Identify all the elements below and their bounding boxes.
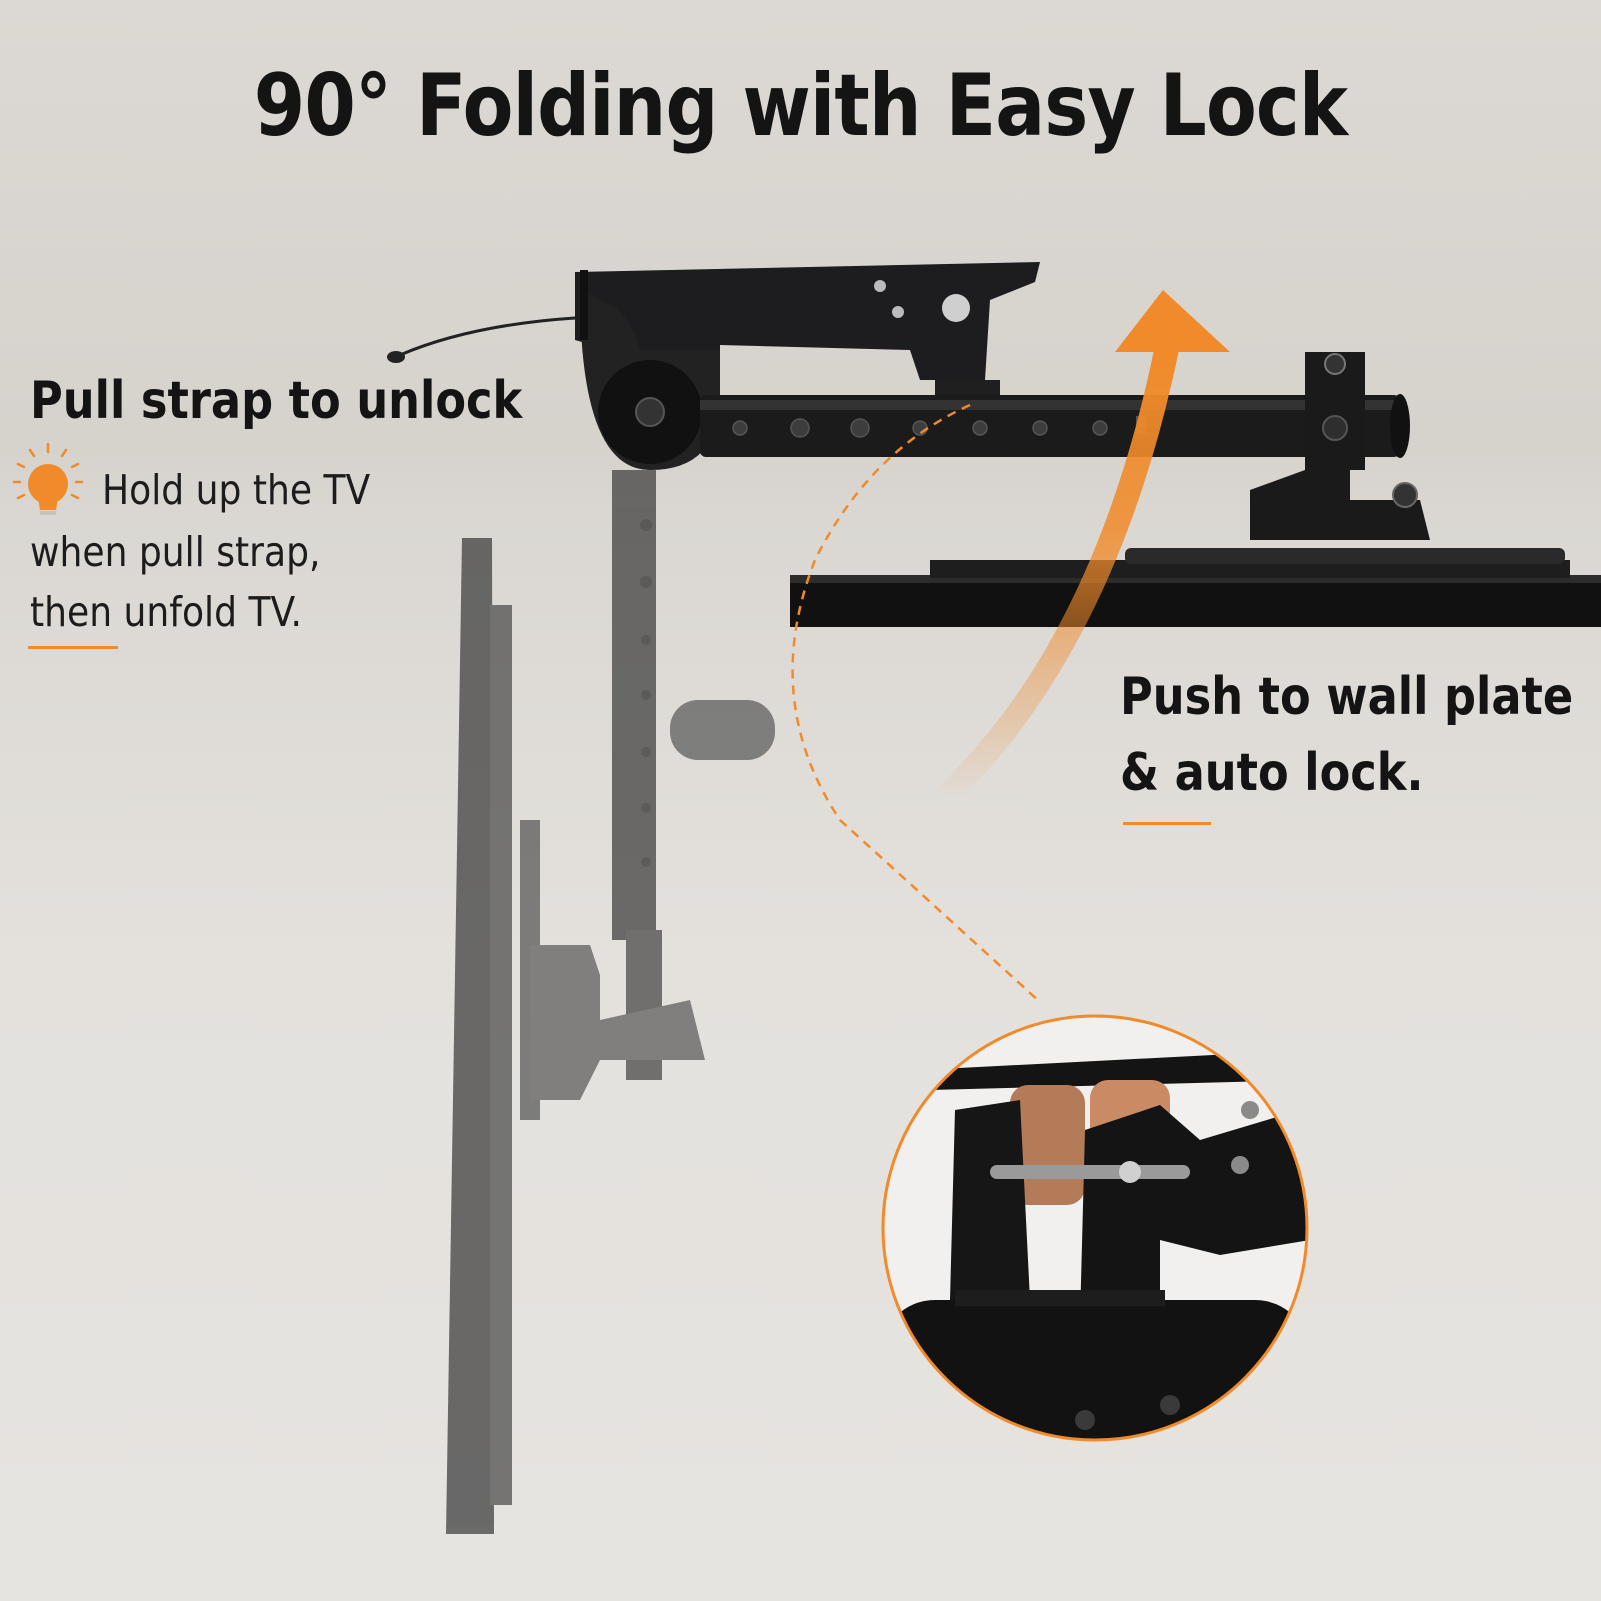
zoom-connector	[791, 403, 1041, 1003]
unlock-callout-title: Pull strap to unlock	[30, 371, 523, 431]
wall-plate-lock	[1250, 352, 1430, 540]
lightbulb-icon	[12, 442, 84, 515]
right-underline	[1123, 822, 1211, 825]
lock-callout-line-2: & auto lock.	[1120, 743, 1424, 803]
ceiling-bracket	[387, 262, 1040, 470]
ghost-tv	[446, 470, 775, 1534]
tip-line-1: Hold up the TV	[102, 466, 371, 514]
zoom-ring	[881, 1014, 1309, 1442]
tip-line-3: then unfold TV.	[30, 588, 303, 636]
tilt-hole-column	[640, 519, 652, 867]
fold-arrow	[935, 345, 1180, 800]
lock-callout-line-1: Push to wall plate	[1120, 667, 1574, 727]
extension-arm	[700, 394, 1410, 458]
left-underline	[28, 646, 118, 649]
tip-line-2: when pull strap,	[30, 528, 321, 576]
headline: 90° Folding with Easy Lock	[253, 56, 1348, 156]
arrow-head	[1115, 290, 1230, 352]
ceiling-tv	[790, 548, 1601, 627]
